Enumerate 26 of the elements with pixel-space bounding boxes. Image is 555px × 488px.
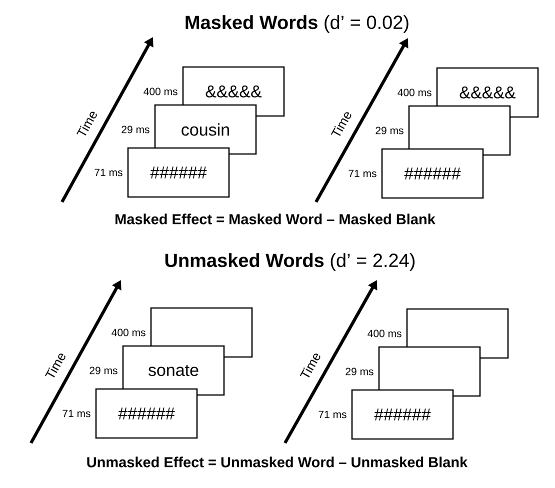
duration-label: 29 ms [122,126,150,134]
section-heading: Unmasked Words (d’ = 2.24) [165,253,415,271]
duration-label: 400 ms [112,328,146,336]
duration-label: 400 ms [368,330,402,338]
axis-label: Time [300,354,320,378]
duration-label: 29 ms [90,366,118,374]
equation-text: Unmasked Effect = Unmasked Word – Unmasked Blank [87,456,468,468]
stimulus-frame: ###### [381,148,484,199]
stimulus-frame: sonate [122,345,225,396]
axis-label: Time [45,354,66,378]
duration-label: 400 ms [398,88,432,96]
duration-label: 71 ms [62,410,90,418]
duration-label: 71 ms [94,168,122,176]
duration-label: 400 ms [144,88,178,96]
duration-label: 29 ms [346,368,374,376]
equation-text: Masked Effect = Masked Word – Masked Blank [116,214,436,224]
stimulus-frame: ###### [351,389,454,440]
axis-label: Time [330,112,352,136]
duration-label: 29 ms [376,126,404,134]
axis-label: Time [76,112,97,136]
duration-label: 71 ms [318,410,346,418]
duration-label: 71 ms [348,170,376,178]
section-heading: Masked Words (d’ = 0.02) [186,15,408,33]
stimulus-frame: cousin [154,104,257,155]
stimulus-frame: ###### [95,388,198,439]
stimulus-frame: ###### [127,147,230,198]
